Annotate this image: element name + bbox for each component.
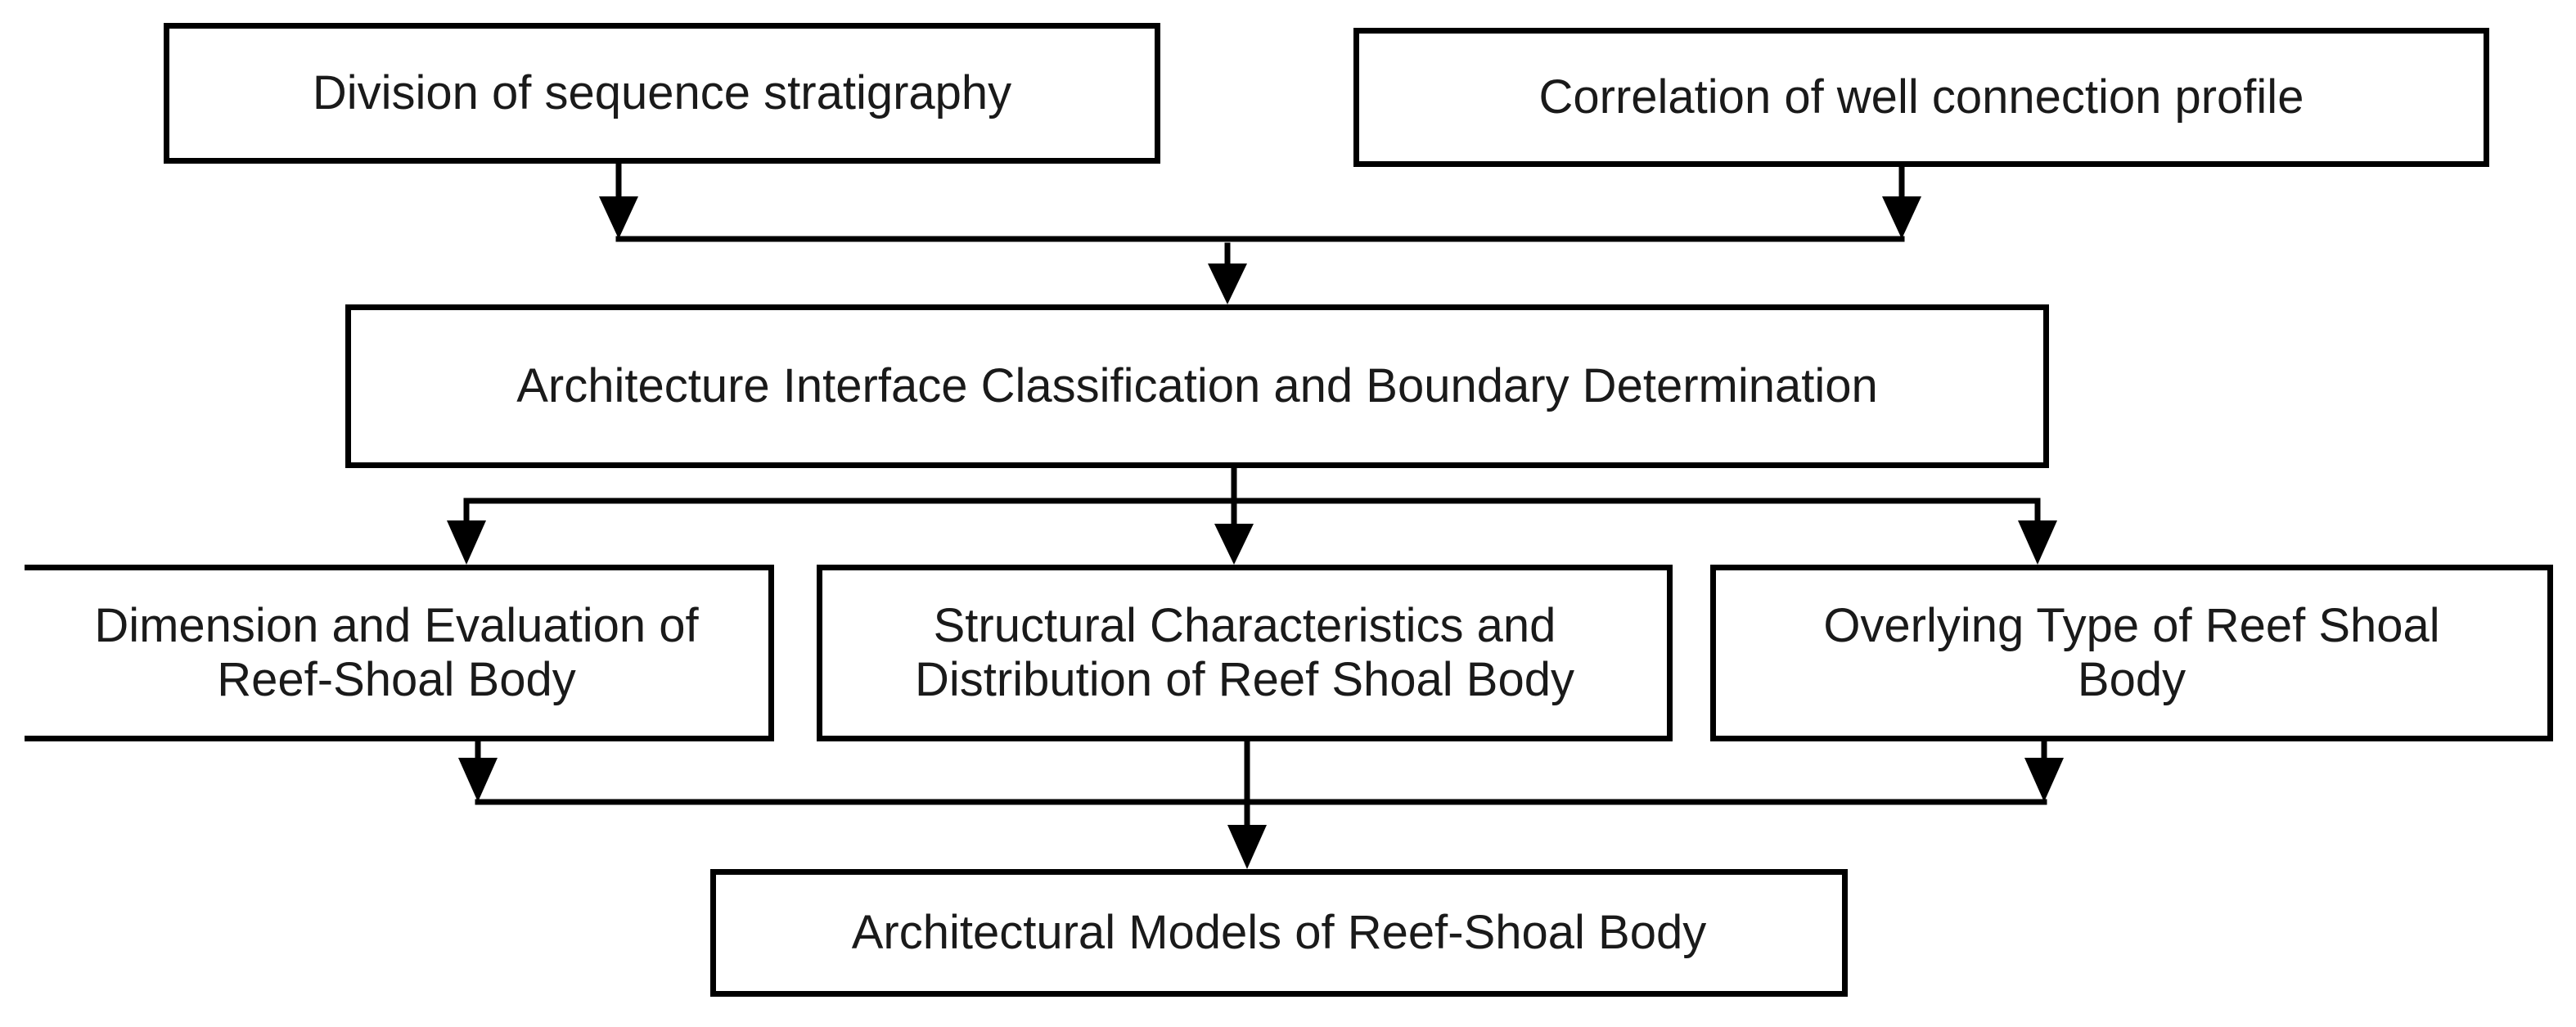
arrowhead-dimension-out (458, 758, 498, 802)
node-correlation-well-profile: Correlation of well connection profile (1353, 28, 2489, 167)
node-label-models: Architectural Models of Reef-Shoal Body (851, 906, 1707, 959)
arrowhead-structural-in (1214, 524, 1254, 565)
node-structural-characteristics: Structural Characteristics and Distribut… (817, 565, 1673, 741)
node-division-sequence-stratigraphy: Division of sequence stratigraphy (164, 23, 1160, 164)
arrowhead-models (1227, 825, 1267, 869)
node-label-division: Division of sequence stratigraphy (312, 66, 1012, 119)
arrowhead-division (599, 196, 638, 239)
node-overlying-type: Overlying Type of Reef Shoal Body (1710, 565, 2553, 741)
node-architecture-interface-classification: Architecture Interface Classification an… (345, 304, 2049, 468)
node-label-dimension: Dimension and Evaluation of Reef-Shoal B… (94, 599, 699, 706)
arrowhead-dimension-in (447, 520, 486, 565)
node-architectural-models: Architectural Models of Reef-Shoal Body (710, 869, 1848, 997)
node-label-correlation: Correlation of well connection profile (1538, 70, 2304, 124)
arrowhead-overlying-out (2024, 758, 2064, 802)
arrowhead-correlation (1882, 196, 1921, 239)
node-label-structural: Structural Characteristics and Distribut… (915, 599, 1574, 706)
node-dimension-evaluation: Dimension and Evaluation of Reef-Shoal B… (25, 565, 774, 741)
node-label-overlying: Overlying Type of Reef Shoal Body (1823, 599, 2440, 706)
arrowhead-architecture (1208, 264, 1247, 304)
node-label-architecture: Architecture Interface Classification an… (516, 359, 1878, 412)
arrowhead-overlying-in (2018, 520, 2057, 565)
